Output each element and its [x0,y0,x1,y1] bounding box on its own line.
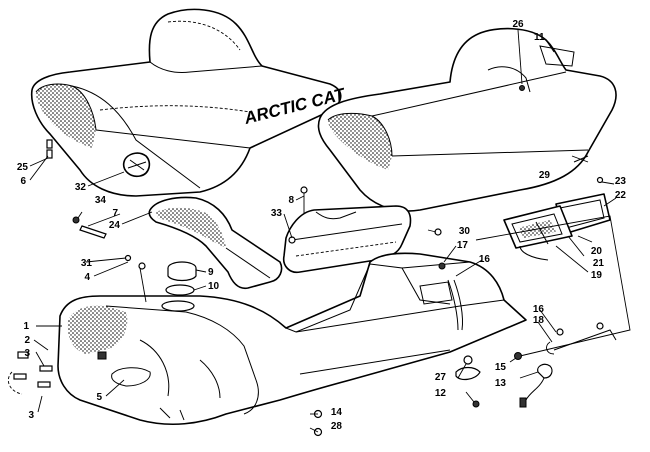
callout-21: 21 [593,258,605,269]
callout-18: 18 [533,315,545,326]
callout-34: 34 [95,195,107,206]
callout-16a: 16 [479,254,491,265]
callout-17: 17 [457,240,469,251]
seat-front-assembly: ARCTIC CAT [30,8,348,197]
callout-1: 1 [23,321,29,332]
callout-26: 26 [512,19,524,30]
callout-3a: 3 [24,348,30,359]
callout-33: 33 [271,208,283,219]
callout-20: 20 [591,246,603,257]
callout-2: 2 [24,335,30,346]
callout-9: 9 [208,267,214,278]
callout-4: 4 [84,272,90,283]
hardware-left [8,139,147,395]
callout-19: 19 [591,270,603,281]
callout-23: 23 [615,176,627,187]
leader-lines [29,29,617,433]
callout-7: 7 [112,208,118,219]
hardware-center [313,155,589,437]
callout-13: 13 [495,378,507,389]
callout-3b: 3 [28,410,34,421]
callout-15: 15 [495,362,507,373]
rear-cowl [148,196,283,290]
callout-27: 27 [435,372,447,383]
fuel-cap-assembly [161,261,197,312]
base-body [57,252,527,426]
callout-6: 6 [20,176,26,187]
callout-10: 10 [208,281,220,292]
callout-labels: 1 2 3 3 4 5 6 7 8 9 10 11 12 13 14 15 16… [17,19,627,432]
callout-22: 22 [615,190,627,201]
callout-11: 11 [534,32,545,43]
callout-24: 24 [109,220,121,231]
callout-16b: 16 [533,304,545,315]
side-trim-panel [282,186,412,274]
bracket-and-harness [514,322,617,408]
callout-12: 12 [435,388,447,399]
callout-29: 29 [539,170,551,181]
callout-32: 32 [75,182,87,193]
callout-31: 31 [81,258,93,269]
callout-5: 5 [96,392,102,403]
callout-28: 28 [331,421,343,432]
callout-30: 30 [459,226,471,237]
callout-25: 25 [17,162,29,173]
callout-14: 14 [331,407,343,418]
seat-rear-assembly [317,27,617,212]
taillight-assembly [475,176,631,357]
callout-8: 8 [288,195,294,206]
